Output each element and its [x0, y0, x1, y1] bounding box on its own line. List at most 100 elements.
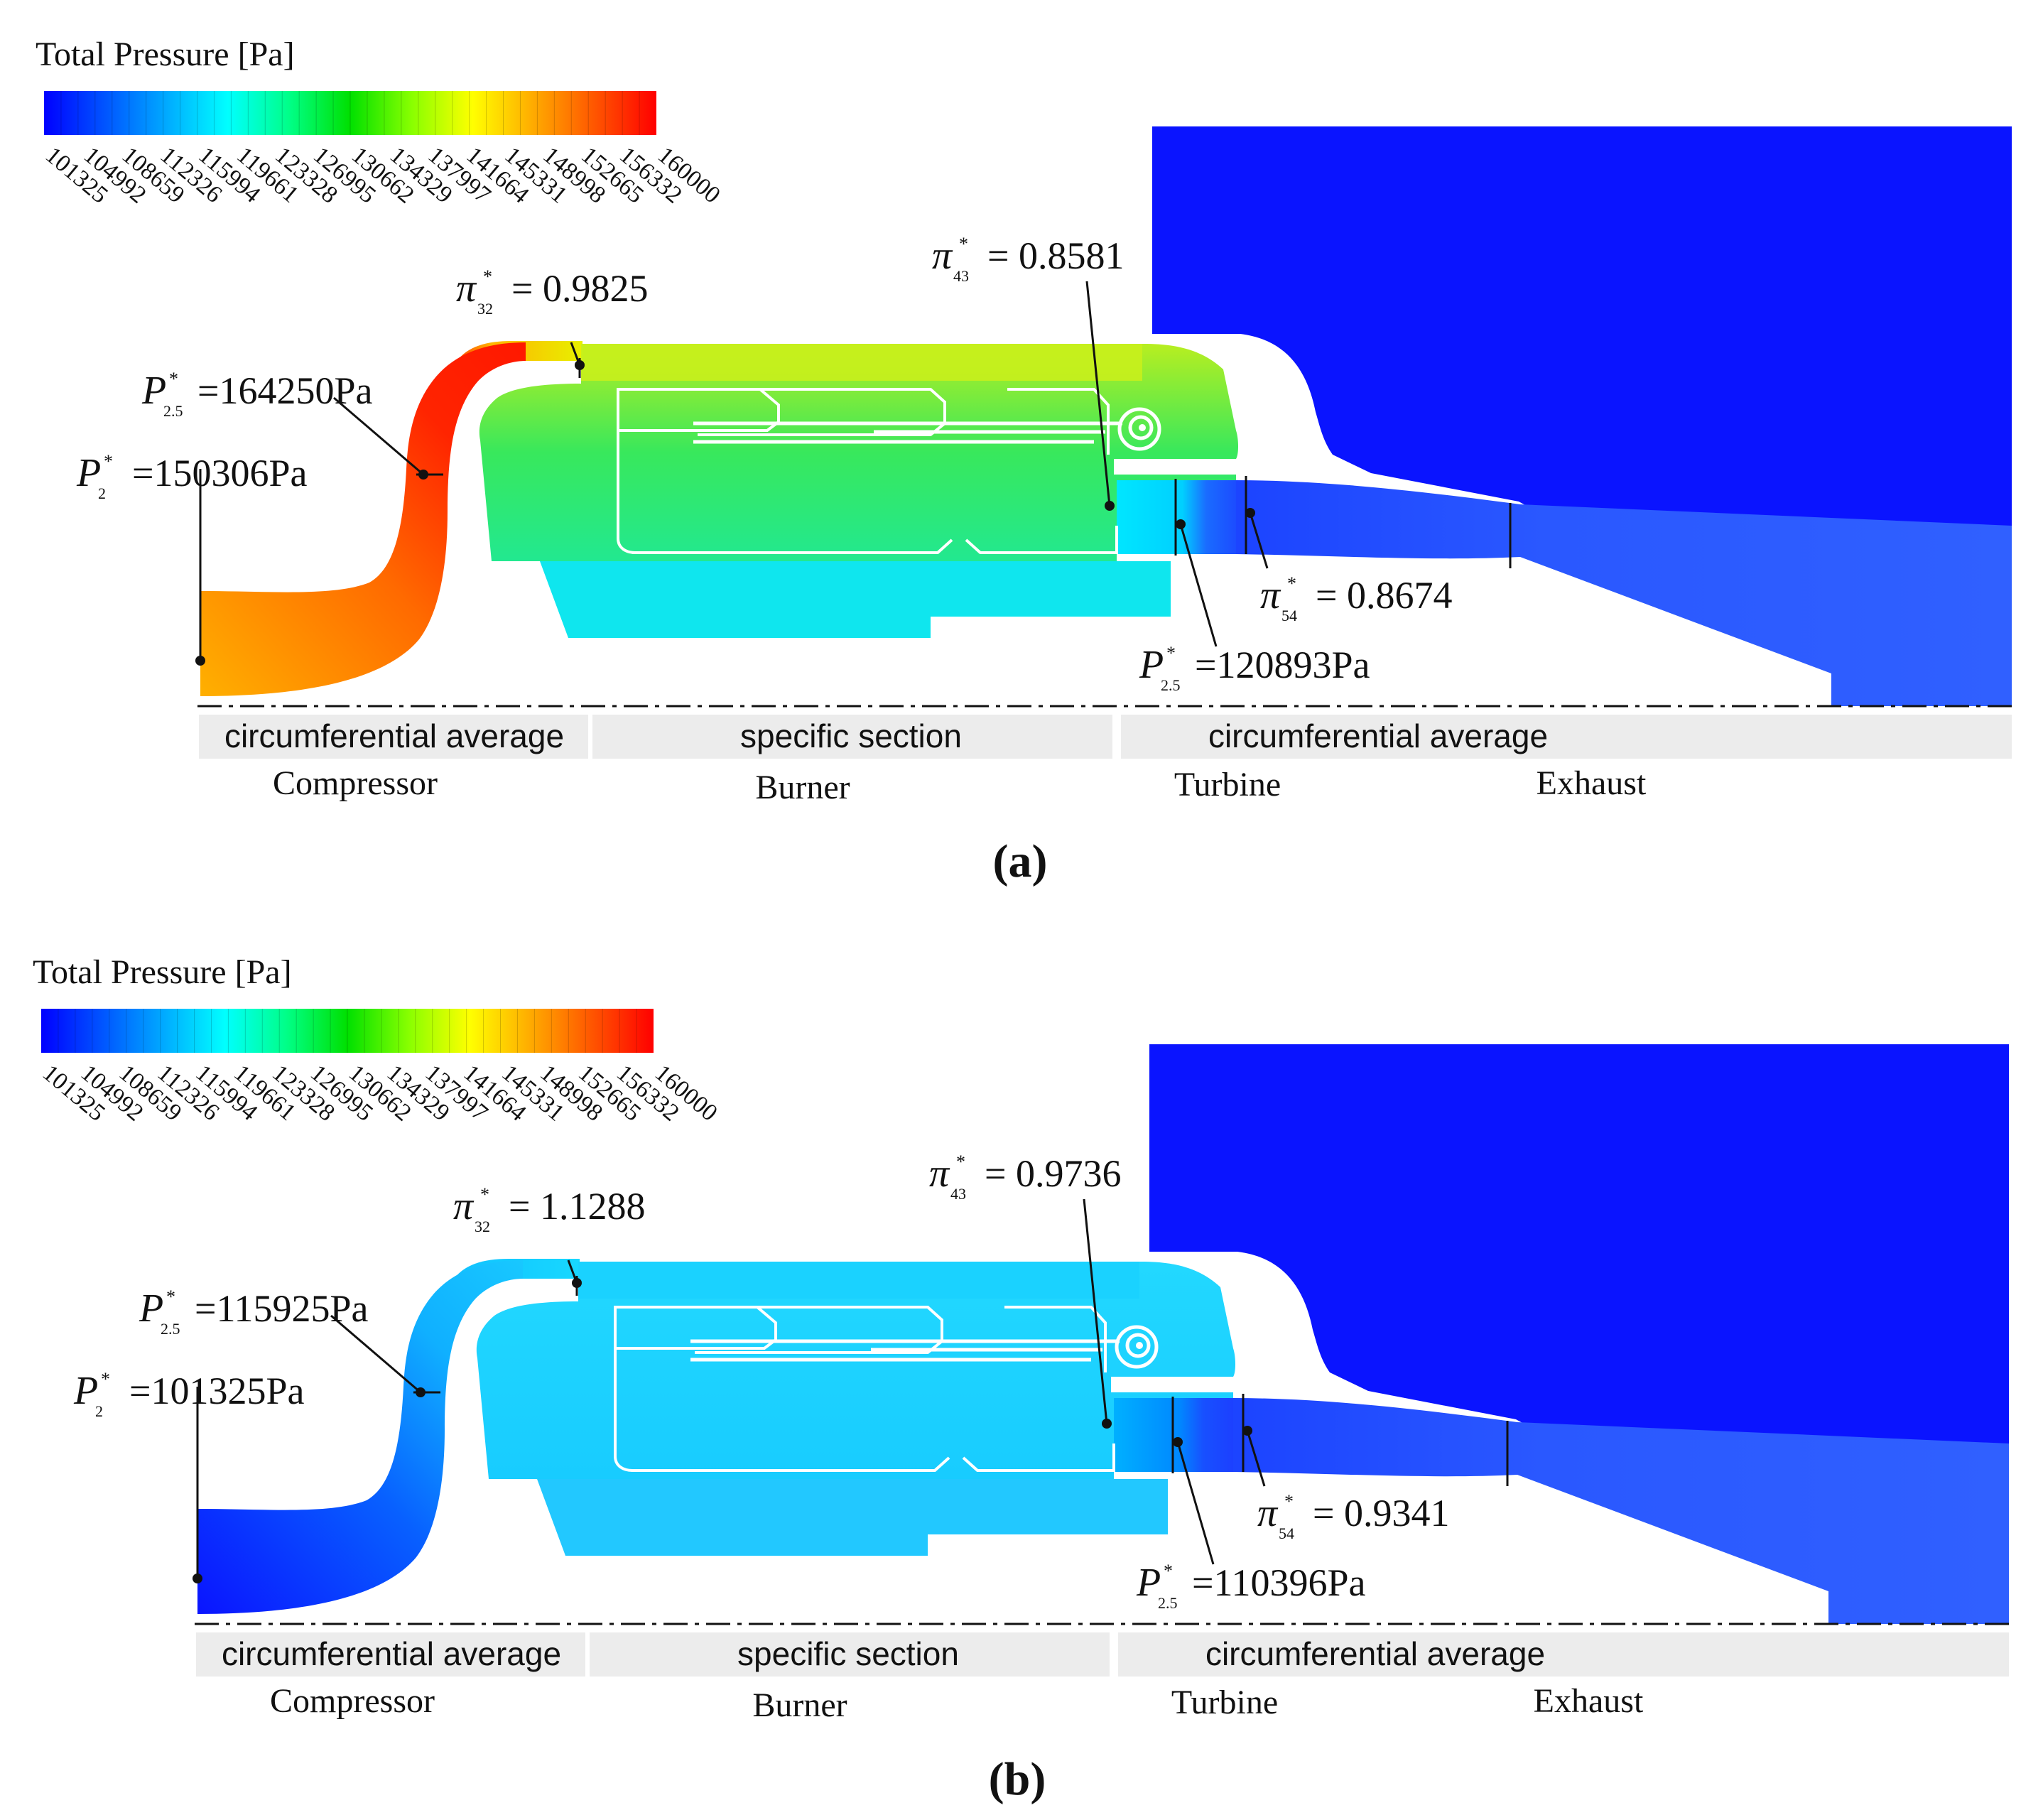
section-label-compressor: circumferential average [222, 1635, 561, 1672]
burner-casing [479, 344, 1238, 561]
annotation-pi43-symbol: π [932, 234, 953, 278]
station-dot [572, 1278, 582, 1288]
component-label-turbine: Turbine [1171, 1684, 1278, 1721]
leader-line [1083, 1198, 1108, 1424]
station-dot [418, 470, 428, 480]
annotation-p2-sub: 2 [95, 1402, 103, 1420]
annotation-pi54-sub: 54 [1281, 607, 1297, 624]
section-bar-compressor [199, 715, 588, 759]
liner-top [618, 388, 946, 436]
annotation-pi32-star: * [483, 266, 492, 287]
annotation-pi54-star: * [1284, 1491, 1294, 1512]
exhaust-duct [1236, 480, 2012, 706]
station-dot [1105, 501, 1115, 511]
annotation-p25-compressor-sub: 2.5 [161, 1320, 180, 1338]
annotation-pi43: π*43= 0.8581 [932, 234, 1124, 285]
colorbar [41, 1009, 654, 1053]
annotation-p25-turbine-symbol: P [1139, 643, 1164, 687]
annotation-pi32-symbol: π [456, 266, 477, 310]
annotation-p25-compressor-star: * [169, 369, 178, 389]
annotation-pi43-value: = 0.8581 [987, 234, 1124, 277]
liner-top [615, 1306, 943, 1354]
swirler-core [1139, 424, 1146, 431]
liner-top-right [1007, 388, 1110, 455]
compressor-passage [200, 342, 526, 696]
section-label-compressor: circumferential average [224, 717, 564, 754]
colorbar [44, 91, 656, 135]
liner-top-right [1004, 1306, 1107, 1372]
component-label-exhaust: Exhaust [1537, 764, 1647, 802]
annotation-p25-compressor-value: =115925Pa [195, 1287, 368, 1330]
liner-bottom [965, 526, 1118, 554]
annotation-p25-compressor-value: =164250Pa [197, 369, 372, 412]
annotation-pi43-sub: 43 [953, 267, 969, 285]
transfer-pipe [581, 344, 1142, 381]
annotation-p2-star: * [101, 1369, 110, 1390]
annotation-p2-value: =101325Pa [129, 1370, 304, 1412]
annotation-p2-sub: 2 [98, 484, 106, 502]
swirler-outer [1117, 407, 1161, 451]
liner-left [614, 1307, 950, 1472]
section-label-burner: specific section [737, 1635, 959, 1672]
transfer-pipe [578, 1262, 1139, 1299]
annotation-p2-symbol: P [76, 451, 101, 495]
section-bar-burner [590, 1632, 1110, 1677]
panel-label: (b) [989, 1753, 1046, 1805]
panel-b: Total Pressure [Pa]101325104992108659112… [33, 953, 2009, 1805]
leader-line [1176, 1441, 1215, 1565]
leader-line [1085, 281, 1111, 507]
annotation-p25-turbine-star: * [1166, 643, 1176, 663]
annotation-p25-compressor-symbol: P [141, 369, 166, 413]
panel-a: Total Pressure [Pa]101325104992108659112… [36, 36, 2012, 887]
annotation-pi32: π*32= 0.9825 [456, 266, 648, 318]
annotation-pi54-value: = 0.8674 [1316, 574, 1452, 617]
annotation-pi32-sub: 32 [477, 300, 493, 318]
section-bar-burner [592, 715, 1112, 759]
annotation-p25-turbine-symbol: P [1136, 1561, 1161, 1605]
section-bar-turbine [1118, 1632, 2009, 1677]
annotation-p2: P* 2 =150306Pa [76, 451, 307, 502]
compressor-passage [197, 1260, 523, 1614]
annotation-p25-turbine: P*2.5=110396Pa [1136, 1561, 1365, 1612]
burner-casing [476, 1262, 1235, 1479]
component-label-compressor: Compressor [273, 764, 438, 802]
annotation-pi54-symbol: π [1257, 1491, 1279, 1535]
panel-label: (a) [993, 835, 1048, 887]
annotation-pi32-sub: 32 [475, 1218, 490, 1235]
station-dot [1102, 1419, 1112, 1429]
annotation-p25-turbine-sub: 2.5 [1161, 676, 1181, 694]
station-dot [575, 360, 585, 370]
component-label-burner: Burner [755, 769, 850, 806]
annotation-pi43-star: * [956, 1152, 965, 1172]
lower-casing [537, 1479, 1168, 1556]
annotation-p2-star: * [104, 451, 113, 472]
station-dot [195, 656, 205, 666]
annotation-p25-turbine: P*2.5=120893Pa [1139, 643, 1370, 694]
annotation-p25-turbine-star: * [1164, 1561, 1173, 1581]
swirler-inner [1125, 1333, 1151, 1358]
liner-left [617, 389, 953, 554]
annotation-pi54-sub: 54 [1279, 1524, 1294, 1542]
annotation-pi32: π*32= 1.1288 [453, 1184, 645, 1235]
swirler-outer [1115, 1325, 1159, 1369]
section-label-turbine: circumferential average [1208, 717, 1548, 754]
annotation-pi43-symbol: π [929, 1152, 950, 1196]
annotation-pi43: π*43= 0.9736 [929, 1152, 1121, 1203]
annotation-p2-value: =150306Pa [132, 452, 307, 494]
component-label-turbine: Turbine [1174, 766, 1281, 803]
annotation-pi32-star: * [480, 1184, 489, 1205]
annotation-pi54-symbol: π [1260, 573, 1281, 617]
annotation-pi54: π*54= 0.9341 [1257, 1491, 1449, 1542]
annotation-p25-turbine-value: =110396Pa [1192, 1561, 1365, 1604]
station-dot [1242, 1426, 1252, 1436]
leader-line [1179, 524, 1218, 647]
station-dot [416, 1387, 426, 1397]
station-dot [1245, 508, 1255, 518]
liner-bottom [962, 1443, 1115, 1472]
annotation-p25-compressor: P*2.5=164250Pa [141, 369, 372, 420]
section-bar-compressor [196, 1632, 585, 1677]
annotation-pi54-star: * [1287, 573, 1296, 594]
annotation-p25-compressor-symbol: P [139, 1287, 163, 1331]
leader-line [333, 396, 424, 476]
